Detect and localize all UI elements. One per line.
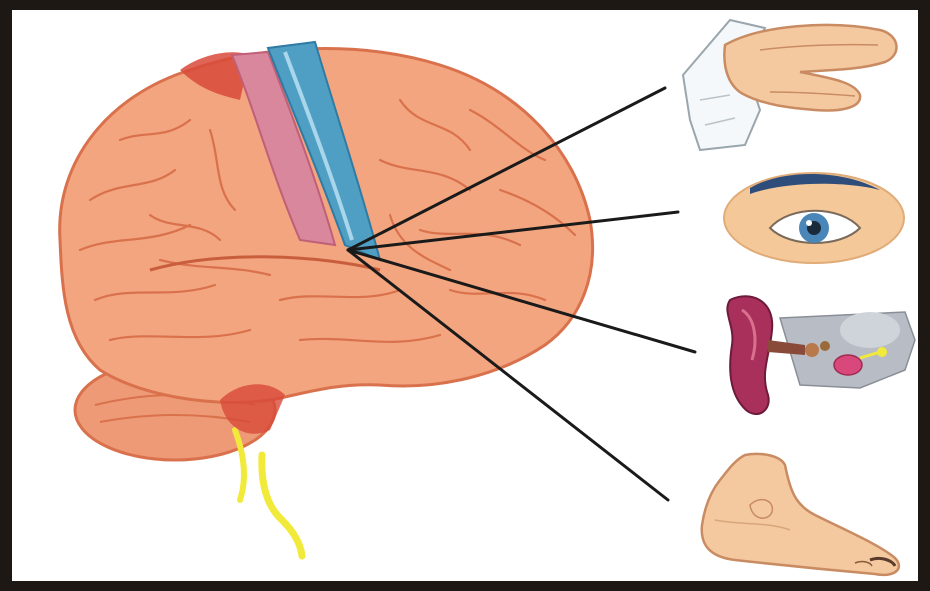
foot-icon — [702, 454, 899, 575]
eye-icon — [724, 173, 904, 263]
hand-icon — [683, 20, 896, 150]
ear-icon — [727, 296, 915, 414]
